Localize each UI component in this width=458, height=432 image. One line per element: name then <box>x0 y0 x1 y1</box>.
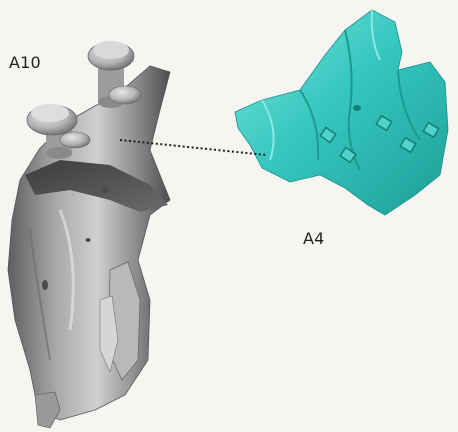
screw-cap-2 <box>27 104 77 159</box>
part-a4-body <box>235 10 448 215</box>
label-a10: A10 <box>9 53 41 72</box>
label-a4: A4 <box>303 229 325 248</box>
